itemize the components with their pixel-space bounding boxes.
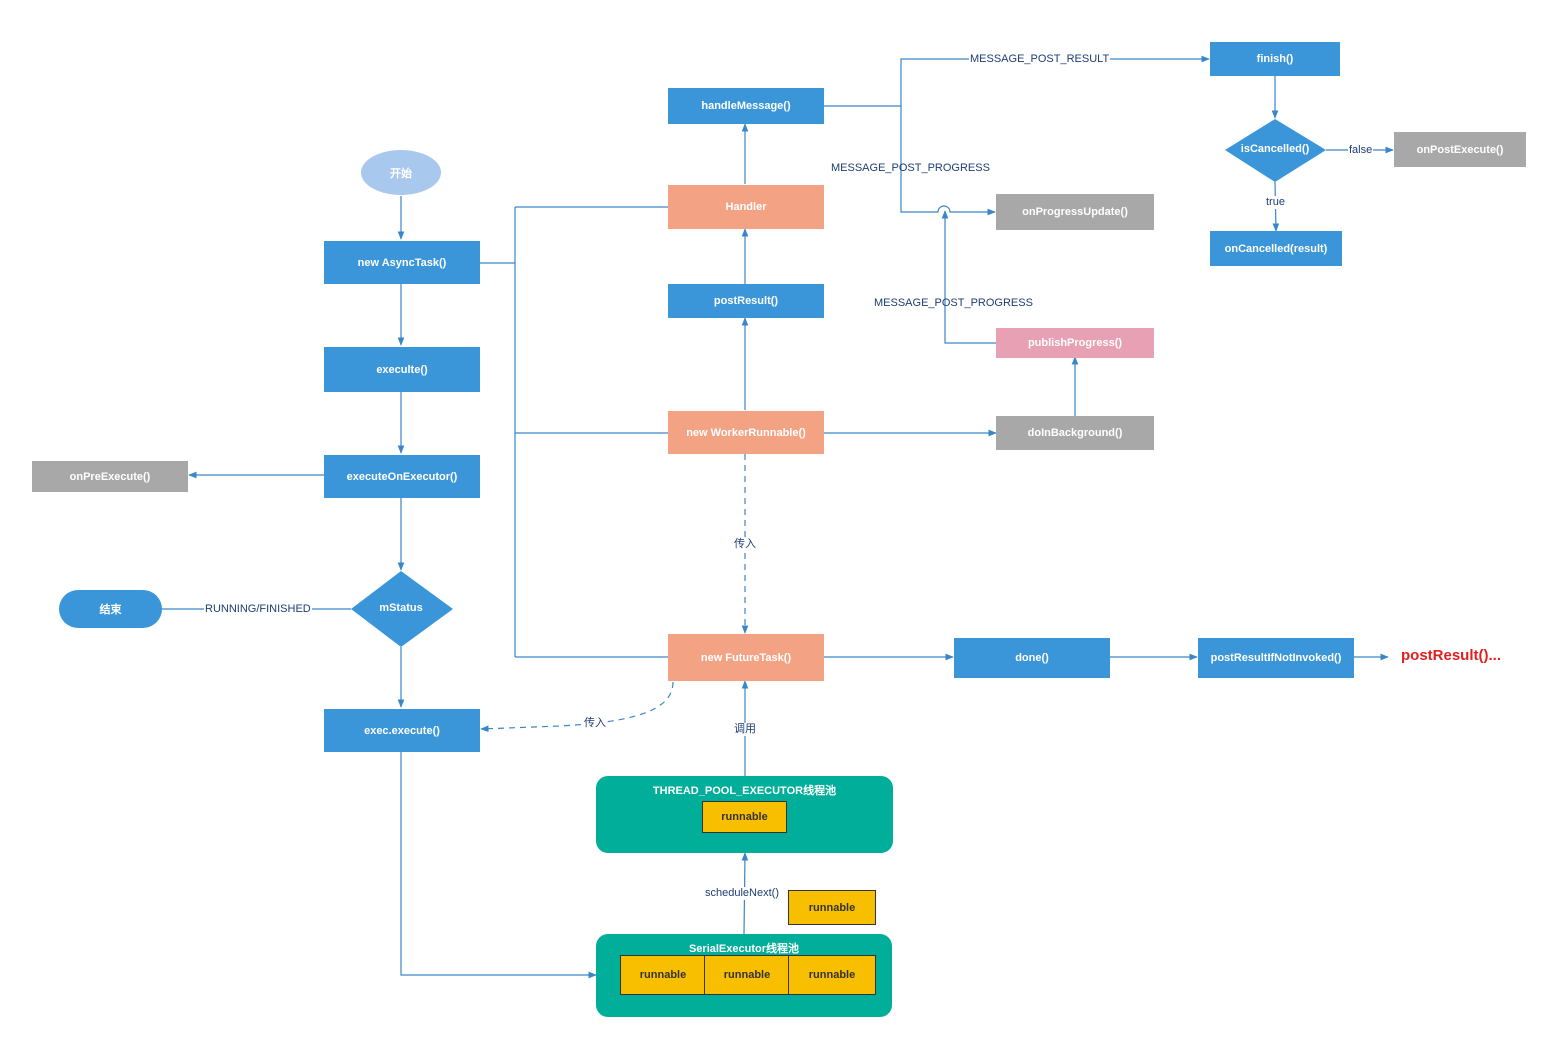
publish-progress-node: publishProgress() (996, 328, 1154, 358)
on-pre-execute-node: onPreExecute() (32, 461, 188, 492)
edge-label-invoke: 调用 (733, 723, 757, 736)
floating-runnable: runnable (788, 890, 876, 925)
edge-label-message-post-progress-top: MESSAGE_POST_PROGRESS (831, 162, 990, 174)
edge-exec-to-serial (400, 752, 597, 979)
serial-executor-title: SerialExecutor线程池 (688, 943, 800, 955)
thread-pool-runnable: runnable (702, 801, 787, 833)
on-progress-update-node: onProgressUpdate() (996, 194, 1154, 230)
post-result-if-not-invoked-node: postResultIfNotInvoked() (1198, 638, 1354, 678)
edge-label-message-post-result: MESSAGE_POST_RESULT (969, 53, 1111, 66)
iscancelled-diamond (1225, 119, 1326, 182)
edge-publishprogress-loop (941, 210, 996, 344)
mstatus-label: mStatus (379, 602, 423, 614)
edge-to-finish (900, 55, 1210, 106)
exec-execute-node: exec.execute() (324, 709, 480, 752)
mstatus-diamond (351, 571, 453, 647)
post-result-more-text: postResult()... (1401, 647, 1501, 664)
finish-node: finish() (1210, 42, 1340, 76)
edge-to-onprogressupdate (900, 106, 996, 216)
is-cancelled-label: isCancelled() (1240, 143, 1310, 155)
edge-futuretask-to-exec-dashed (480, 681, 674, 733)
execute-on-executor-node: executeOnExecutor() (324, 455, 480, 498)
edge-label-true: true (1265, 196, 1286, 209)
edge-label-pass-in-vertical: 传入 (733, 538, 757, 551)
edge-label-false: false (1348, 144, 1374, 157)
serial-runnable: runnable (788, 955, 876, 995)
handler-node: Handler (668, 185, 824, 229)
end-node: 结束 (59, 590, 162, 628)
edge-label-schedule-next: scheduleNext() (704, 887, 780, 900)
thread-pool-executor: THREAD_POOL_EXECUTOR线程池 runnable (596, 776, 893, 853)
do-in-background-node: doInBackground() (996, 416, 1154, 450)
serial-runnable: runnable (620, 955, 706, 995)
on-cancelled-node: onCancelled(result) (1210, 231, 1342, 266)
execute-node: execulte() (324, 347, 480, 392)
start-node: 开始 (361, 150, 441, 195)
done-node: done() (954, 638, 1110, 678)
edge-label-running-finished: RUNNING/FINISHED (204, 603, 312, 616)
new-worker-runnable-node: new WorkerRunnable() (668, 411, 824, 454)
thread-pool-title: THREAD_POOL_EXECUTOR线程池 (652, 785, 837, 797)
post-result-node: postResult() (668, 284, 824, 318)
edge-label-message-post-progress-bottom: MESSAGE_POST_PROGRESS (874, 297, 1033, 309)
serial-runnable: runnable (704, 955, 790, 995)
handle-message-node: handleMessage() (668, 88, 824, 124)
serial-executor: SerialExecutor线程池 runnable runnable runn… (596, 934, 892, 1017)
new-asynctask-node: new AsyncTask() (324, 241, 480, 284)
on-post-execute-node: onPostExecute() (1394, 132, 1526, 167)
new-future-task-node: new FutureTask() (668, 634, 824, 681)
edge-label-pass-in-curve: 传入 (583, 717, 607, 730)
